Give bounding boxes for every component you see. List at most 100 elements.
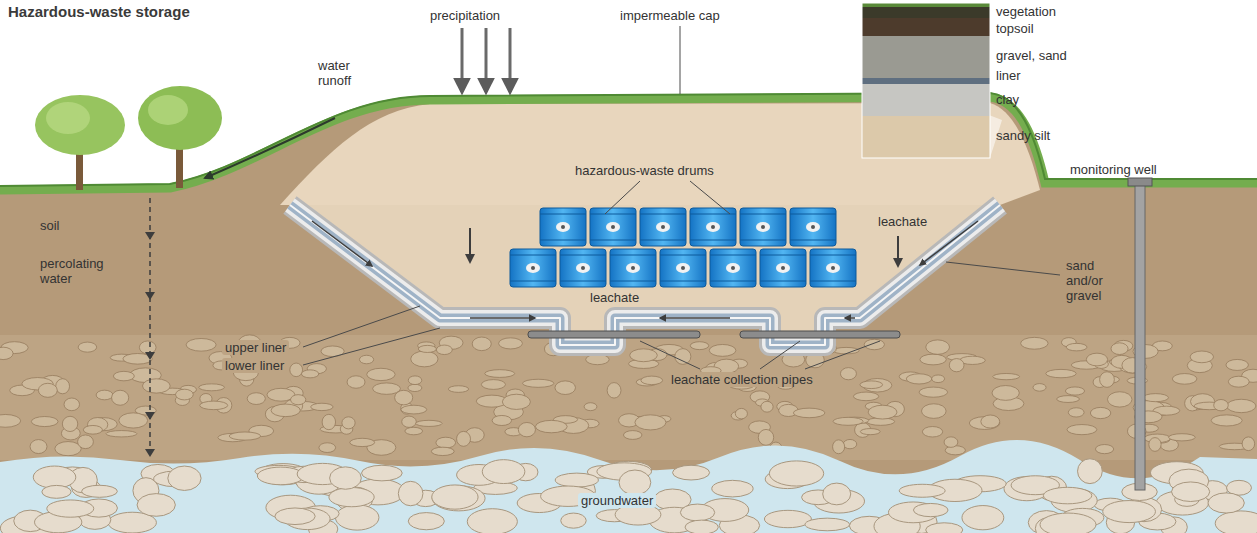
waste-drums — [510, 281, 556, 282]
pebbles — [319, 443, 336, 453]
groundwater-stones — [432, 486, 485, 511]
leader-lines — [760, 341, 800, 369]
pebbles — [405, 427, 423, 434]
pebbles — [675, 349, 691, 365]
waste-drums — [711, 225, 715, 229]
pebbles — [1086, 353, 1107, 366]
groundwater-stones — [362, 465, 403, 481]
layer-inset — [862, 3, 990, 158]
pebbles — [64, 398, 79, 411]
leader-lines — [946, 262, 1060, 275]
pebbles — [735, 408, 747, 418]
pebbles — [436, 345, 452, 354]
pebbles — [523, 379, 554, 387]
pebbles — [1111, 343, 1128, 355]
pebbles — [843, 439, 856, 448]
waste-drums — [510, 208, 856, 287]
waste-drums — [790, 208, 836, 246]
pebbles — [408, 376, 422, 385]
pebbles — [584, 403, 597, 411]
leader-lines — [303, 328, 440, 365]
pebbles — [1068, 408, 1084, 417]
waste-drums — [661, 225, 665, 229]
pebbles — [709, 344, 736, 356]
groundwater-stones — [398, 481, 423, 505]
waste-drums — [826, 263, 840, 273]
waste-drums — [590, 240, 636, 241]
groundwater-stones — [555, 473, 598, 487]
pebbles — [0, 414, 21, 427]
leader-lines — [680, 26, 681, 94]
waste-drums — [626, 263, 640, 273]
flow-arrow — [660, 317, 730, 319]
pebbles — [906, 374, 932, 384]
groundwater-stones — [805, 518, 849, 531]
waste-drums — [810, 249, 856, 287]
waste-drums — [656, 222, 670, 232]
waste-drums — [706, 222, 720, 232]
pebbles — [359, 355, 373, 363]
pebbles — [1100, 372, 1115, 388]
upper-liner — [290, 205, 1000, 345]
pebbles — [200, 401, 228, 410]
flow-arrow — [312, 221, 372, 266]
drain-gravel — [290, 205, 1000, 345]
well-pipe — [1135, 182, 1145, 490]
trees — [35, 86, 222, 190]
pebbles — [0, 335, 1257, 456]
pebbles — [919, 387, 948, 397]
pebbles — [993, 373, 1020, 379]
pebbles — [96, 390, 113, 400]
groundwater-stones — [823, 483, 851, 505]
pebbles — [932, 375, 945, 383]
part-label: vegetation — [996, 4, 1056, 19]
groundwater-stones — [712, 480, 753, 497]
pebbles — [502, 394, 530, 409]
pebbles — [322, 414, 335, 429]
percolation-heads — [145, 412, 155, 420]
waste-drums — [660, 249, 706, 287]
pebbles — [1227, 399, 1256, 412]
pebbles — [401, 405, 427, 414]
trees — [138, 86, 222, 150]
pebbles — [949, 359, 964, 372]
waste-drums — [681, 266, 685, 270]
waste-drums — [740, 240, 786, 241]
pebbles — [1046, 369, 1076, 377]
part-label: hazardous-waste drums — [575, 163, 714, 178]
groundwater-stones — [42, 485, 71, 498]
pebbles — [690, 342, 708, 350]
part-label: impermeable cap — [620, 8, 720, 23]
waste-drums — [526, 263, 540, 273]
waste-drums — [776, 263, 790, 273]
layer-inset — [862, 78, 990, 84]
waste-drums — [660, 281, 706, 282]
waste-drums — [740, 208, 786, 246]
pebbles — [199, 384, 225, 391]
waste-drums — [790, 208, 836, 246]
flow-arrow — [470, 317, 535, 319]
groundwater-stones — [1172, 482, 1210, 502]
pebbles — [431, 447, 454, 455]
pebbles — [1190, 351, 1213, 363]
pebbles — [30, 440, 47, 454]
waste-drums — [560, 249, 606, 287]
pebbles — [833, 417, 863, 425]
pebbles — [833, 440, 845, 454]
waste-drums — [760, 255, 806, 256]
groundwater-stones — [482, 460, 525, 484]
groundwater-stones — [1043, 487, 1091, 503]
waste-drums — [640, 214, 686, 215]
percolation-heads — [145, 232, 155, 240]
part-label: liner — [996, 68, 1021, 83]
groundwater-stones — [432, 485, 478, 509]
groundwater-stones — [764, 510, 811, 527]
part-label: precipitation — [430, 8, 500, 23]
waste-drums — [631, 266, 635, 270]
leader-lines — [805, 341, 880, 369]
waste-drums — [710, 255, 756, 256]
groundwater-stones — [1215, 511, 1257, 533]
pebbles — [992, 386, 1019, 401]
groundwater-stones — [926, 523, 963, 533]
